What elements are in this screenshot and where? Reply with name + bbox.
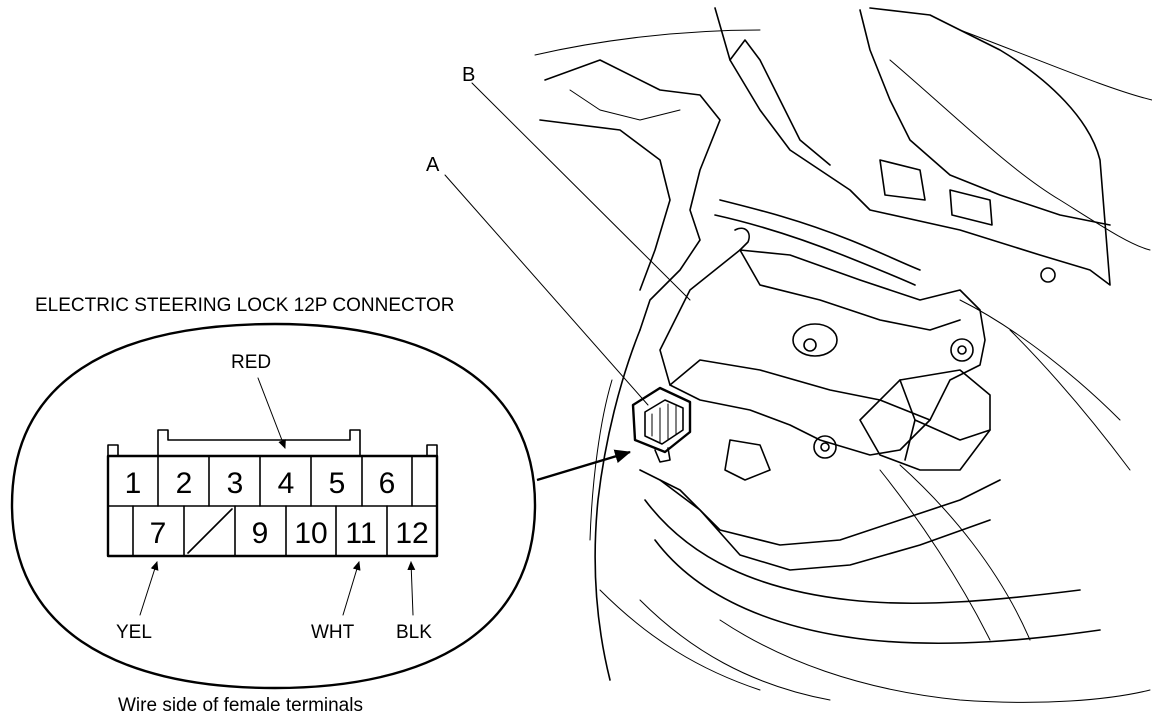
red-leader [257, 377, 286, 449]
lower-shroud-2 [639, 599, 831, 701]
harness-clip [734, 227, 750, 251]
lock-connector-shell [631, 386, 692, 454]
terminal-12: 12 [395, 517, 428, 550]
lock-boss-1 [792, 323, 838, 357]
actuator-face [899, 379, 991, 441]
lower-harness-1 [644, 499, 1081, 605]
callout-b-line [471, 82, 691, 301]
lock-bolt-2-center [820, 442, 830, 452]
connector-title: ELECTRIC STEERING LOCK 12P CONNECTOR [35, 295, 455, 316]
detail-pointer-arrow [536, 449, 631, 482]
dash-contour-right-2 [959, 29, 1152, 101]
lower-shroud-3 [719, 619, 1151, 703]
wire-leaders [139, 377, 416, 616]
lock-body-main [659, 249, 986, 456]
connector-12p: 1 2 3 4 5 6 7 9 10 11 12 [106, 429, 439, 558]
lower-tube-1 [879, 469, 991, 641]
connector-ear-right [426, 444, 438, 457]
dash-contour-right-1 [889, 59, 1151, 251]
panel-edge-left [594, 329, 641, 681]
lower-harness-2 [654, 539, 1101, 645]
steering-column-illustration [534, 7, 1152, 703]
connector-lock-bar [157, 429, 361, 457]
lower-shroud-1 [599, 589, 761, 691]
lower-tab [724, 439, 771, 481]
terminal-10: 10 [294, 517, 327, 550]
panel-edge-left-2 [589, 379, 613, 541]
terminal-5: 5 [329, 467, 346, 500]
wht-leader [342, 561, 361, 616]
callout-b-label: B [462, 64, 475, 86]
lower-tube-2 [899, 464, 1031, 641]
blk-leader [407, 561, 416, 616]
dash-panel-left-inner [539, 119, 671, 291]
terminal-11: 11 [345, 517, 376, 550]
column-slot-2 [949, 189, 993, 226]
lock-bolt-1 [950, 338, 974, 362]
column-slot-1 [879, 159, 926, 201]
lock-connector-ribs [651, 403, 677, 443]
dash-panel-detail [569, 89, 681, 121]
harness-upper-2 [714, 214, 916, 286]
callout-a-label: A [426, 154, 440, 176]
terminal-1: 1 [125, 467, 142, 500]
bottom-row-dividers [132, 505, 388, 557]
column-shroud-edge [729, 39, 831, 166]
lower-bracket [639, 469, 1001, 546]
harness-upper [719, 199, 921, 271]
wire-blk-label: BLK [396, 622, 432, 643]
terminal-9: 9 [252, 517, 269, 550]
lock-body-face [739, 249, 961, 331]
yel-leader [139, 561, 159, 616]
column-bolt [1040, 267, 1056, 283]
dash-contour-right-4 [959, 299, 1121, 421]
terminal-4: 4 [278, 467, 295, 500]
wire-yel-label: YEL [116, 622, 152, 643]
footnote: Wire side of female terminals [118, 695, 363, 716]
lock-connector-latch [654, 447, 671, 463]
lock-bolt-2 [813, 435, 837, 459]
terminal-2: 2 [176, 467, 193, 500]
actuator-housing [859, 369, 991, 471]
column-shroud-upper [714, 7, 1111, 286]
top-row-dividers [157, 455, 413, 507]
connector-ear-left [107, 444, 119, 457]
wire-red-label: RED [231, 352, 271, 373]
dash-contour-right-3 [1009, 329, 1131, 471]
terminal-6: 6 [379, 467, 396, 500]
callouts [444, 82, 691, 406]
wire-wht-label: WHT [311, 622, 355, 643]
terminal-3: 3 [227, 467, 244, 500]
lock-body-front [669, 359, 931, 421]
column-shroud-inner [859, 9, 1111, 226]
lower-bracket-2 [659, 479, 991, 571]
detail-bubble [10, 322, 537, 690]
lock-bolt-1-center [957, 345, 967, 355]
lock-boss-1-hole [803, 338, 817, 352]
callout-a-line [444, 174, 649, 406]
dash-panel-left [544, 59, 721, 331]
actuator-side [904, 419, 916, 461]
empty-cavity-slash [187, 508, 233, 554]
terminal-7: 7 [150, 517, 167, 550]
lock-connector-face [644, 399, 684, 445]
dash-contour-upper [534, 29, 761, 56]
